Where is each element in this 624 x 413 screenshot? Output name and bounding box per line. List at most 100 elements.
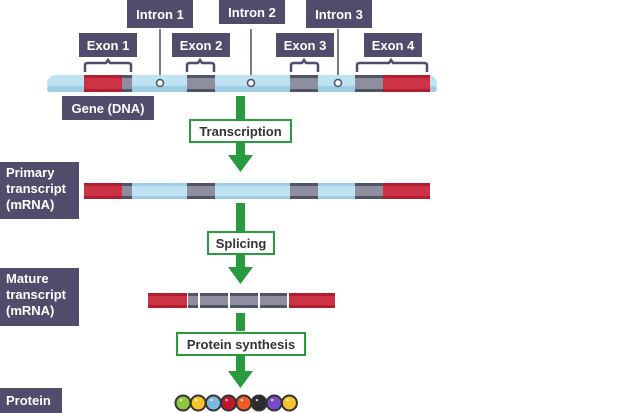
exon-3-label: Exon 3 bbox=[276, 33, 334, 57]
exon-1-coding-edge bbox=[84, 75, 122, 78]
amino-acid-bead bbox=[189, 394, 207, 412]
arrow-2-shaft-top bbox=[236, 203, 245, 231]
exon-3-edge bbox=[230, 305, 258, 308]
bead-highlight bbox=[225, 398, 228, 402]
exon-3-edge bbox=[290, 196, 318, 199]
intron-3-edge bbox=[318, 183, 355, 186]
exon-4-coding bbox=[383, 183, 430, 199]
exon-1-utr-edge bbox=[188, 293, 198, 296]
exon-1-label: Exon 1 bbox=[79, 33, 137, 57]
exon-4-utr bbox=[260, 293, 287, 308]
exon-2-edge bbox=[187, 75, 215, 78]
intron-2-edge bbox=[215, 183, 290, 186]
mature-transcript-label: Mature transcript (mRNA) bbox=[0, 268, 79, 326]
exon-4-utr-edge bbox=[355, 75, 383, 78]
intron-2-marker bbox=[246, 78, 256, 88]
exon-4-coding-edge bbox=[383, 196, 430, 199]
exon-1-coding bbox=[148, 293, 187, 308]
exon-4-utr-edge bbox=[355, 196, 383, 199]
exon-1-coding-edge bbox=[148, 305, 187, 308]
arrow-3-shaft-top bbox=[236, 313, 245, 331]
exon-4-coding bbox=[289, 293, 335, 308]
bead-highlight bbox=[194, 398, 198, 402]
exon-4-utr bbox=[355, 183, 383, 199]
flow-arrows bbox=[228, 96, 253, 388]
gene-dna-label: Gene (DNA) bbox=[62, 96, 154, 120]
intron-3-label: Intron 3 bbox=[306, 0, 372, 28]
primary-transcript-label: Primary transcript (mRNA) bbox=[0, 162, 79, 219]
exon-4-utr bbox=[355, 75, 383, 92]
exon-2-brace bbox=[185, 57, 216, 72]
bead-highlight bbox=[286, 398, 289, 402]
arrow-1-shaft-top bbox=[236, 96, 245, 120]
exon-1-utr bbox=[188, 293, 198, 308]
exon-3 bbox=[290, 75, 318, 92]
step-transcription: Transcription bbox=[189, 119, 292, 143]
exon-3 bbox=[230, 293, 258, 308]
gene-backbone-shade bbox=[47, 86, 437, 92]
intron-2-edge bbox=[215, 196, 290, 199]
exon-3-edge bbox=[290, 183, 318, 186]
exon-4-utr-edge bbox=[260, 293, 287, 296]
intron-1 bbox=[132, 183, 187, 199]
amino-acid-bead bbox=[174, 394, 192, 412]
exon-1-utr-edge bbox=[122, 183, 132, 186]
exon-1-utr-edge bbox=[188, 305, 198, 308]
exon-1-utr-edge bbox=[122, 196, 132, 199]
intron-1-label: Intron 1 bbox=[127, 0, 193, 28]
exon-2-label: Exon 2 bbox=[172, 33, 230, 57]
bead-highlight bbox=[240, 398, 244, 402]
exon-2 bbox=[187, 75, 215, 92]
arrow-2-head bbox=[228, 267, 253, 284]
exon-4-coding-edge bbox=[383, 89, 430, 92]
exon-2-edge bbox=[187, 196, 215, 199]
exon-3-edge bbox=[230, 293, 258, 296]
step-splicing: Splicing bbox=[207, 231, 275, 255]
amino-acid-bead bbox=[265, 394, 283, 412]
protein-chain bbox=[174, 394, 298, 412]
exon-2-edge bbox=[187, 183, 215, 186]
exon-2-edge bbox=[200, 305, 228, 308]
exon-2 bbox=[200, 293, 228, 308]
exon-3 bbox=[290, 183, 318, 199]
exon-1-coding-edge bbox=[84, 183, 122, 186]
exon-1-coding-edge bbox=[148, 293, 187, 296]
intron-3 bbox=[318, 183, 355, 199]
exon-4-label: Exon 4 bbox=[364, 33, 422, 57]
arrow-3-head bbox=[228, 371, 253, 388]
exon-2-edge bbox=[187, 89, 215, 92]
mature-transcript-bar bbox=[148, 293, 335, 308]
exon-2 bbox=[187, 183, 215, 199]
bead-highlight bbox=[270, 398, 274, 402]
exon-1-utr-edge bbox=[122, 89, 132, 92]
primary-transcript-bar bbox=[84, 183, 430, 199]
step-protein-synthesis: Protein synthesis bbox=[176, 332, 306, 356]
exon-4-utr-edge bbox=[355, 89, 383, 92]
exon-1-coding-edge bbox=[84, 196, 122, 199]
exon-4-coding-edge bbox=[383, 183, 430, 186]
gene-segments bbox=[84, 75, 430, 92]
bead-highlight bbox=[255, 398, 259, 402]
arrow-2-shaft bbox=[236, 254, 245, 268]
exon-4-coding-edge bbox=[289, 293, 335, 296]
bead-highlight bbox=[179, 398, 183, 402]
amino-acid-bead bbox=[220, 394, 238, 412]
intron-1-edge bbox=[132, 183, 187, 186]
amino-acid-bead bbox=[235, 394, 253, 412]
exon-3-edge bbox=[290, 89, 318, 92]
exon-4-coding-edge bbox=[289, 305, 335, 308]
amino-acid-bead bbox=[280, 394, 298, 412]
intron-1-marker bbox=[155, 78, 165, 88]
protein-label: Protein bbox=[0, 388, 62, 413]
exon-2-edge bbox=[200, 293, 228, 296]
exon-4-coding-edge bbox=[383, 75, 430, 78]
intron-2 bbox=[215, 183, 290, 199]
arrow-1-head bbox=[228, 155, 253, 172]
amino-acid-bead bbox=[204, 394, 222, 412]
exon-1-utr-edge bbox=[122, 75, 132, 78]
arrow-1-shaft bbox=[236, 142, 245, 156]
intron-1-edge bbox=[132, 196, 187, 199]
intron-3-edge bbox=[318, 196, 355, 199]
exon-1-coding bbox=[84, 183, 122, 199]
exon-4-brace bbox=[355, 57, 429, 72]
